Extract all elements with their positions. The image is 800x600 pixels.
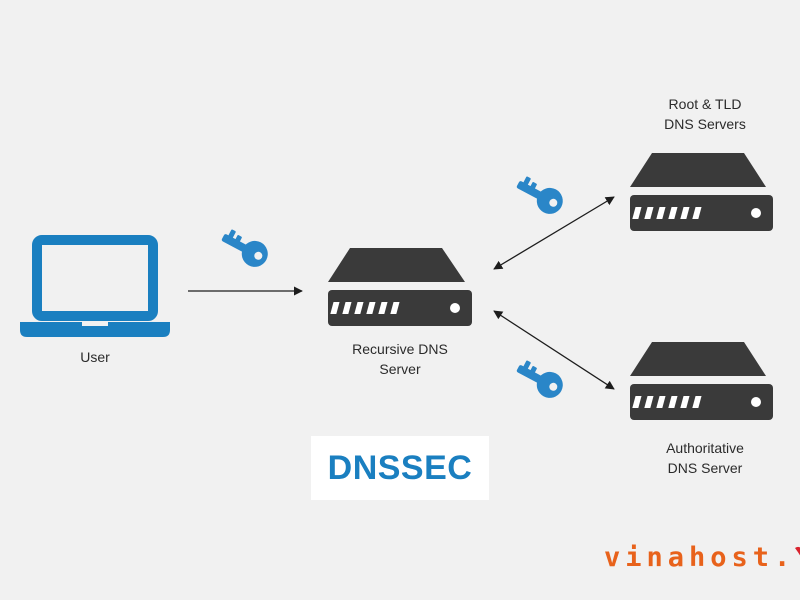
root-tld-label-line2: DNS Servers <box>664 116 746 132</box>
brand-text: vinahost. <box>604 542 796 573</box>
arrow-recursive-authoritative <box>493 310 615 390</box>
dnssec-badge-text: DNSSEC <box>327 448 473 487</box>
laptop-icon <box>20 235 170 337</box>
key-icon <box>511 172 568 219</box>
authoritative-dns-label-line2: DNS Server <box>667 460 743 476</box>
brand-logo: vinahost. <box>604 533 800 573</box>
root-tld-label: Root & TLD DNS Servers <box>625 94 785 134</box>
recursive-dns-label-line1: Recursive DNS <box>352 341 448 357</box>
server-icon <box>630 342 773 420</box>
recursive-dns-label-line2: Server <box>379 361 421 377</box>
key-icon <box>511 356 568 403</box>
key-icon <box>216 225 273 272</box>
user-label-text: User <box>80 349 110 365</box>
user-label: User <box>60 347 130 367</box>
server-icon <box>630 153 773 231</box>
server-icon <box>328 248 472 326</box>
recursive-dns-label: Recursive DNS Server <box>320 339 480 379</box>
root-tld-label-line1: Root & TLD <box>668 96 742 112</box>
authoritative-dns-label-line1: Authoritative <box>666 440 744 456</box>
dnssec-badge: DNSSEC <box>311 436 489 500</box>
arrow-recursive-root <box>493 196 615 270</box>
authoritative-dns-label: Authoritative DNS Server <box>625 438 785 478</box>
checkmark-icon <box>795 546 800 555</box>
